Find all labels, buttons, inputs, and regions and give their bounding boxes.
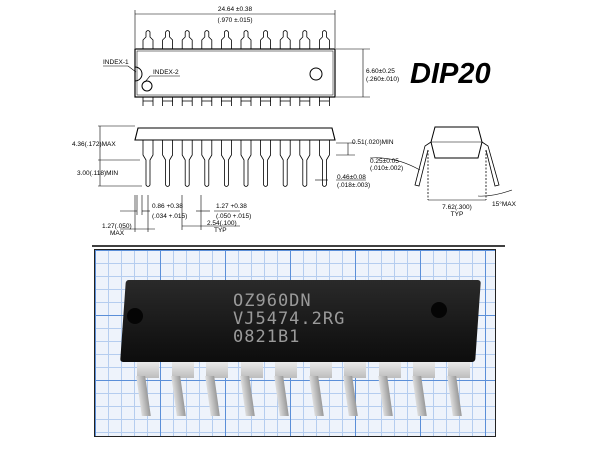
pitch-note: TYP [214, 227, 227, 234]
side-pin [279, 140, 291, 187]
side-pin [319, 140, 330, 187]
row-spacing-note: TYP [451, 211, 464, 218]
length-dim-in: (.970 ±.015) [217, 17, 252, 24]
length-dim: 24.64 ±0.38 [218, 6, 253, 13]
top-pin [240, 30, 252, 49]
marking-line1: OZ960DN [233, 291, 312, 311]
chip-photo: OZ960DN VJ5474.2RG 0821B1 [94, 249, 496, 437]
top-pin [279, 30, 291, 49]
top-pin [201, 30, 213, 49]
side-pin [260, 140, 271, 187]
height-max: 4.36(.172)MAX [72, 141, 116, 148]
width-dim: 6.60±0.25 [366, 68, 395, 75]
bottom-pin [260, 97, 271, 106]
side-pin [299, 140, 311, 187]
thickness-dim: 0.25±0.05 [370, 158, 399, 165]
bottom-pin [181, 97, 193, 106]
photo-pin [274, 358, 297, 418]
photo-pin [170, 358, 194, 418]
lead-min: 3.00(.118)MIN [77, 170, 118, 177]
photo-pin [343, 358, 366, 418]
marking-line2: VJ5474.2RG [233, 309, 346, 329]
shoulder-dim-in: (.034 +.015) [152, 213, 187, 220]
end-offset-note: MAX [110, 230, 125, 237]
top-pin [299, 30, 311, 49]
bottom-pin [162, 97, 173, 106]
lead-width-in: (.018±.003) [337, 182, 370, 189]
angle-dim: 15°MAX [492, 200, 517, 208]
bottom-pin [142, 97, 154, 106]
pin1-dot [127, 308, 143, 324]
photo-pin [377, 358, 401, 418]
bottom-pin [299, 97, 311, 106]
top-pin [181, 30, 193, 49]
package-drawing: 24.64 ±0.38 (.970 ±.015) 6.60±0.25 (.260… [72, 6, 517, 247]
lead-width: 0.46±0.08 [337, 174, 366, 181]
row-spacing: 7.62(.300) [442, 204, 472, 211]
bottom-pin [319, 97, 330, 106]
top-view-body [134, 48, 336, 98]
bottom-pin [221, 97, 232, 106]
pitch-dim: 2.54(.100) [207, 220, 237, 227]
side-pin [162, 140, 173, 187]
top-pin [260, 30, 271, 49]
bottom-pin [279, 97, 291, 106]
photo-pin [205, 358, 228, 418]
side-view-body [134, 127, 336, 141]
side-pin [240, 140, 252, 187]
end-view-body [430, 126, 483, 159]
ejector-mark [309, 67, 323, 81]
width-dim-in: (.260±.010) [366, 76, 399, 83]
side-pin [201, 140, 213, 187]
index1-label: INDEX-1 [103, 59, 129, 66]
marking-line3: 0821B1 [233, 327, 301, 347]
index2-dot [141, 80, 153, 92]
standoff-dim: 0.51(.020)MIN [352, 139, 394, 146]
top-pin [221, 30, 232, 49]
ejector-dot [431, 302, 447, 318]
side-pin [142, 140, 154, 187]
side-pin [221, 140, 232, 187]
bottom-pin [201, 97, 213, 106]
photo-pin [308, 358, 332, 418]
top-pin [162, 30, 173, 49]
shoulder2-dim-in: (.050 +.015) [216, 213, 251, 220]
index2-label: INDEX-2 [153, 69, 179, 76]
photo-pin [136, 358, 159, 418]
thickness-dim-in: (.010±.002) [370, 165, 403, 172]
package-title: DIP20 [410, 58, 491, 90]
shoulder2-dim: 1.27 +0.38 [216, 203, 247, 210]
chip-marking: OZ960DN VJ5474.2RG 0821B1 [233, 292, 345, 346]
shoulder-dim: 0.86 +0.38 [152, 203, 183, 210]
top-pin [142, 30, 154, 49]
side-pin [181, 140, 193, 187]
photo-pin [412, 358, 435, 418]
end-offset: 1.27(.050) [102, 223, 132, 230]
photo-pin [239, 358, 263, 418]
bottom-pin [240, 97, 252, 106]
photo-pin [446, 358, 470, 418]
index1-notch [134, 66, 143, 82]
top-pin [319, 30, 330, 49]
